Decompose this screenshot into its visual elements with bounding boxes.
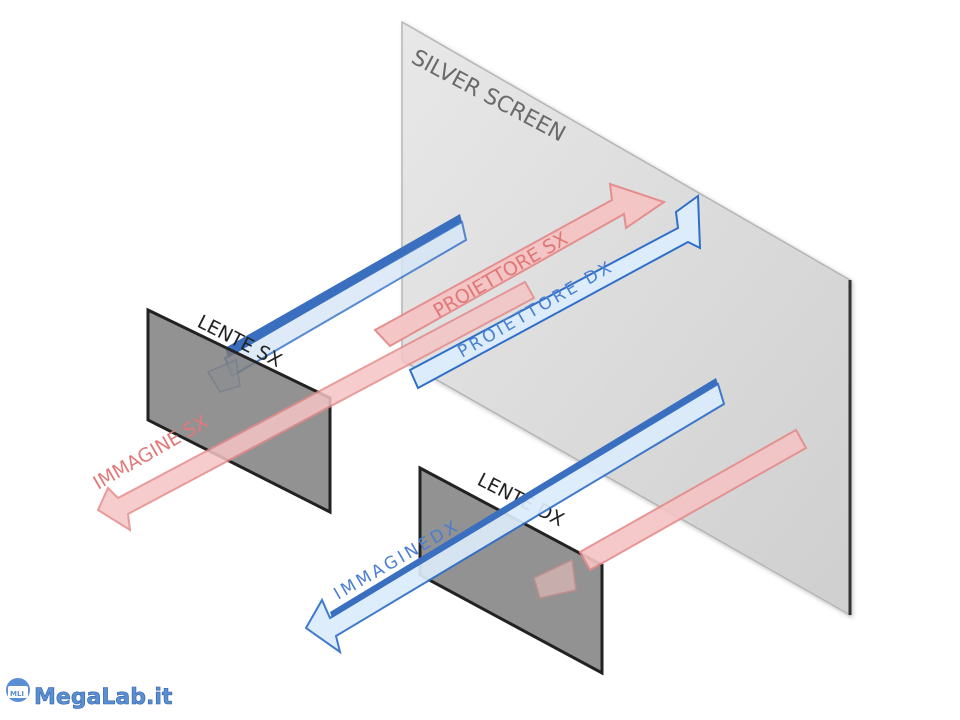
logo-badge: MLI <box>10 690 24 698</box>
megalab-logo: MLI MegaLab.it <box>6 678 173 710</box>
left-lens: LENTE SX <box>146 307 332 515</box>
logo-text: MegaLab.it <box>34 685 173 710</box>
pink-beam-lower-right <box>533 428 808 599</box>
